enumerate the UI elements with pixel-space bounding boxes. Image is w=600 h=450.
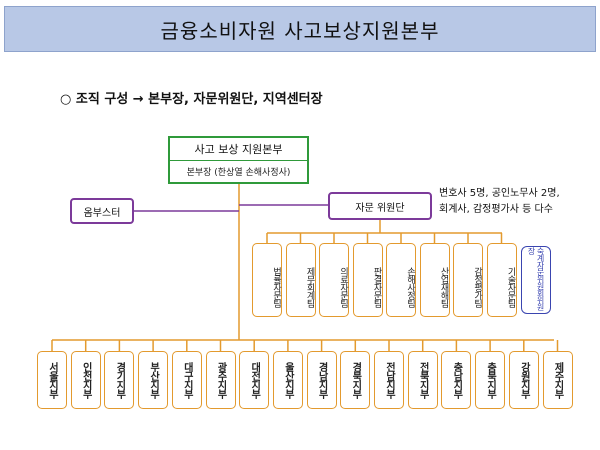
regional-center: 경기지부 [104,351,135,409]
member-drop-lines [266,233,503,243]
advisory-note-line: 변호사 5명, 공인노무사 2명, [439,188,560,199]
ombudsman-label: 옴부스터 [83,207,121,219]
regional-center: 강원지부 [508,351,539,409]
advisory-label: 자문 위원단 [355,202,405,214]
advisory-member: 산업재해팀 [419,243,450,317]
regional-center: 제주지부 [542,351,573,409]
regional-center: 충북지부 [475,351,506,409]
advisory-note: 변호사 5명, 공인노무사 2명, 회계사, 감정평가사 등 다수 [439,186,560,218]
advisory-member: 판결자문팀 [352,243,383,317]
regional-center: 광주지부 [205,351,236,409]
regional-center: 대전지부 [239,351,270,409]
headquarters-head: 본부장 (한상열 손해사정사) [186,167,291,178]
page-title-banner: 금융소비자원 사고보상지원본부 [4,6,596,52]
regional-center: 전북지부 [407,351,438,409]
advisory-member: 손해사정팀 [386,243,416,317]
regional-center: 울산지부 [272,351,303,409]
advisory-member: 법률자문팀 [252,243,282,317]
regional-center: 인천지부 [70,351,101,409]
regional-center: 전남지부 [374,351,404,409]
headquarters-box: 사고 보상 지원본부 본부장 (한상열 손해사정사) [168,136,309,184]
regional-center: 부산지부 [138,351,169,409]
regional-center: 경남지부 [306,351,337,409]
regional-center: 충남지부 [441,351,472,409]
headquarters-name: 사고 보상 지원본부 [170,138,307,161]
advisory-box: 자문 위원단 [328,192,432,220]
advisory-member: 제무회계팀 [285,243,316,317]
advisory-member: 감정평가팀 [453,243,483,317]
page-title: 금융소비자원 사고보상지원본부 [160,18,440,43]
committee-chair-box: 숙계자문위원회위원장 [521,246,551,314]
regional-center: 대구지부 [171,351,202,409]
advisory-member: 기술자문팀 [486,243,517,317]
advisory-member: 의료자문팀 [319,243,349,317]
ombudsman-box: 옴부스터 [70,198,134,224]
regional-center: 경북지부 [340,351,371,409]
center-drop-lines [51,340,559,351]
regional-center: 서울지부 [37,351,67,409]
advisory-note-line: 회계사, 감정평가사 등 다수 [439,204,553,215]
organization-subtitle: ○ 조직 구성 → 본부장, 자문위원단, 지역센터장 [60,92,323,107]
